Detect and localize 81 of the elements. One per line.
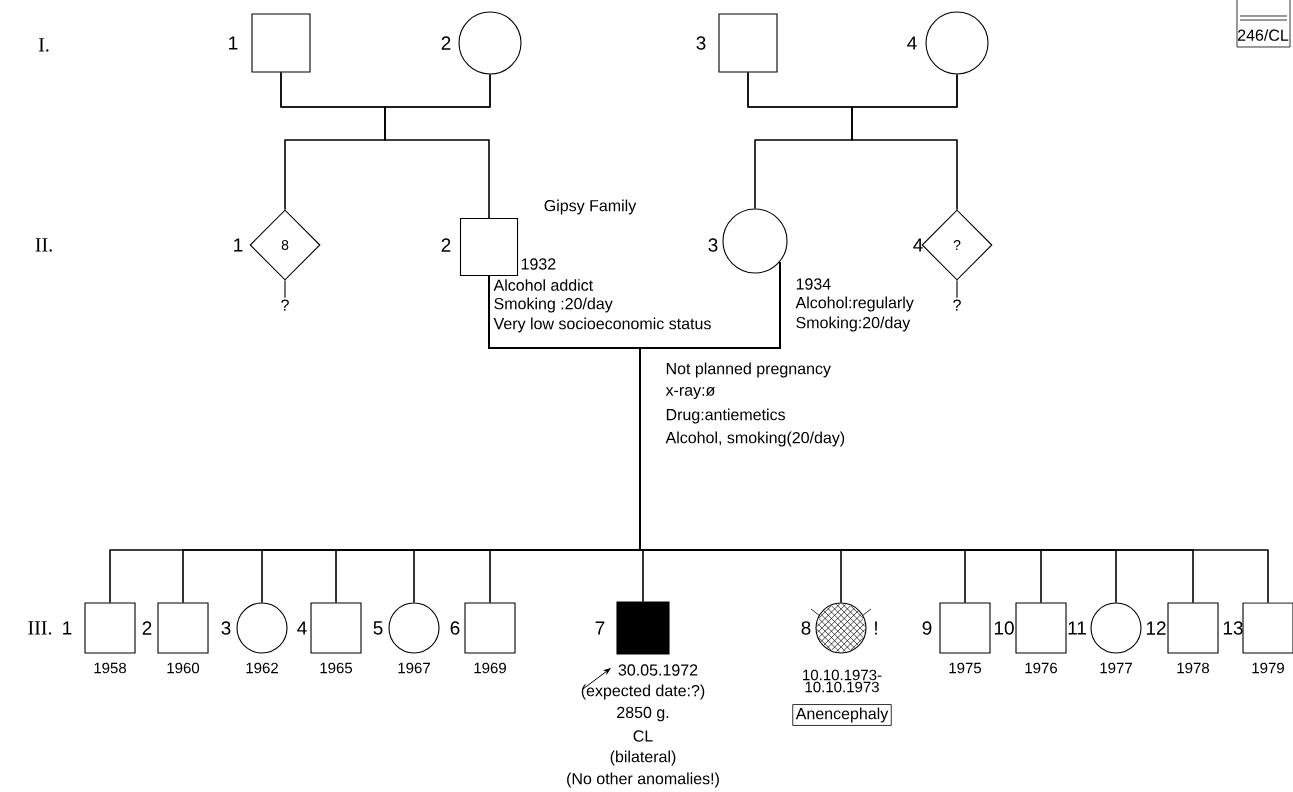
male-square (1167, 602, 1219, 654)
individual-number: 13 (1223, 621, 1243, 635)
individual-number: 5 (373, 621, 383, 635)
individual-number: 2 (142, 621, 152, 635)
boxed-text: Anencephaly (792, 704, 892, 726)
individual-number: 9 (922, 621, 932, 635)
date-text: (expected date:?) (581, 684, 705, 700)
individual-number: 4 (913, 238, 923, 252)
date-text: 1979 (1252, 662, 1284, 674)
generation-label: I. (38, 38, 49, 52)
pedigree-line (956, 280, 958, 299)
female-circle (722, 208, 788, 274)
individual-number: 1 (63, 621, 72, 635)
individual-number: 1 (229, 36, 238, 50)
pedigree-line (851, 74, 958, 210)
case-number-box: 246/CL (1236, 0, 1291, 48)
date-text: 1965 (320, 662, 353, 674)
male-square (718, 13, 778, 73)
male-square (1015, 602, 1067, 654)
male-square (157, 602, 209, 654)
question-mark: ? (281, 299, 289, 311)
note-text: 1932 (521, 258, 556, 270)
note-text: Alcohol, smoking(20/day) (665, 431, 845, 447)
date-text: 1978 (1177, 662, 1210, 674)
family-title: Gipsy Family (544, 199, 637, 215)
male-square (251, 13, 311, 73)
individual-number: 4 (297, 621, 307, 635)
individual-number: 12 (1146, 621, 1166, 635)
male-square (84, 602, 136, 654)
individual-number: 2 (441, 36, 451, 50)
date-text: (bilateral) (610, 750, 676, 766)
generation-label: II. (35, 238, 52, 252)
date-text: 1969 (474, 662, 506, 674)
generation-label: III. (28, 621, 52, 635)
note-text: 1934 (796, 278, 831, 290)
note-text: Very low socioeconomic status (493, 317, 711, 333)
female-circle (925, 11, 989, 75)
pedigree-line (284, 280, 286, 299)
female-circle (458, 11, 522, 75)
pedigree-line (384, 74, 491, 219)
note-text: x-ray:ø (665, 387, 715, 399)
individual-number: 7 (595, 621, 605, 635)
individual-number: 6 (450, 621, 460, 635)
date-text: 1960 (167, 662, 200, 674)
female-circle (1090, 602, 1142, 654)
individual-number: 3 (708, 238, 718, 252)
male-square (464, 602, 516, 654)
date-text: 1975 (949, 662, 982, 674)
question-mark: ? (953, 299, 961, 311)
date-text: 30.05.1972 (618, 664, 698, 676)
individual-number: 10 (994, 621, 1014, 635)
deceased-female-circle (810, 602, 872, 654)
female-circle (236, 602, 288, 654)
individual-number: 2 (441, 238, 451, 252)
date-text: 1967 (398, 662, 430, 674)
note-text: Alcohol addict (493, 279, 593, 291)
individual-number: 8 (801, 621, 811, 635)
male-square (939, 602, 991, 654)
date-text: (No other anomalies!) (567, 772, 719, 788)
note-text: Alcohol:regularly (795, 296, 914, 312)
affected-male-square (616, 601, 670, 655)
note-text: Not planned pregnancy (666, 362, 831, 378)
date-text: CL (633, 730, 653, 742)
male-square (310, 602, 362, 654)
note-text: Drug:antiemetics (666, 408, 785, 424)
individual-number: 3 (221, 621, 231, 635)
date-text: 1962 (246, 662, 278, 674)
date-text: 1976 (1025, 662, 1058, 674)
exclamation-mark: ! (875, 621, 877, 635)
date-text: 10.10.1973- 10.10.1973 (803, 669, 882, 693)
female-circle (388, 602, 440, 654)
note-text: Smoking:20/day (796, 316, 911, 332)
note-text: Smoking :20/day (494, 297, 613, 313)
date-text: 2850 g. (617, 706, 669, 722)
individual-number: 4 (907, 36, 917, 50)
individual-number: 11 (1068, 621, 1086, 635)
date-text: 1958 (94, 662, 127, 674)
individual-number: 1 (234, 238, 243, 252)
individual-number: 3 (696, 36, 706, 50)
male-square (459, 217, 519, 277)
date-text: 1977 (1100, 662, 1132, 674)
